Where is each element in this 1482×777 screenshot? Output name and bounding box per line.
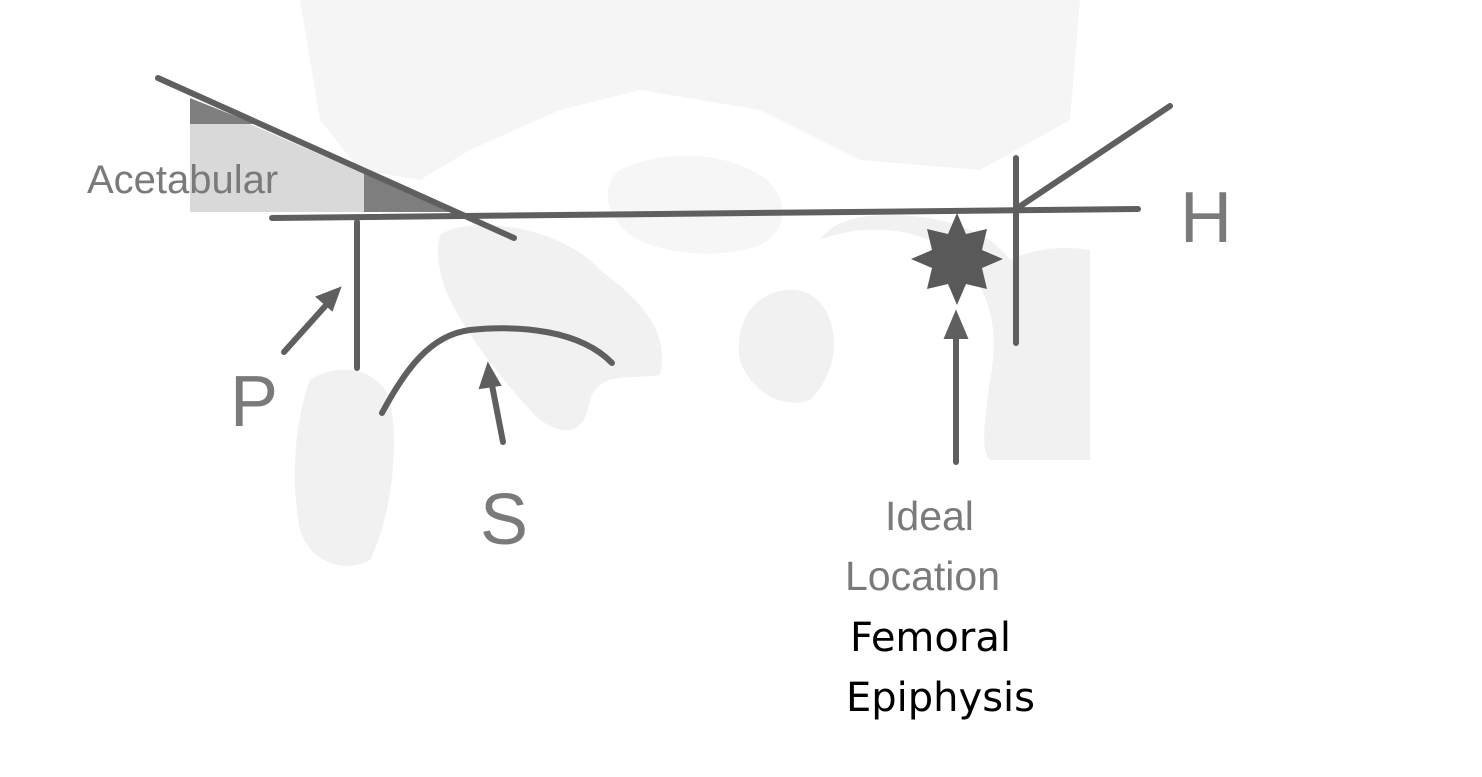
location-label: Location bbox=[845, 553, 1000, 599]
femoral-epiphysis-star-icon bbox=[911, 213, 1003, 305]
s-arrow bbox=[478, 361, 506, 445]
s-arrow-head bbox=[478, 361, 502, 390]
acetabular-index-line bbox=[155, 75, 517, 241]
construction-lines bbox=[155, 75, 1173, 416]
ideal-location-arrow bbox=[943, 309, 969, 465]
epiphysis-label: Epiphysis bbox=[846, 675, 1035, 721]
p-label: P bbox=[230, 362, 278, 442]
ilium-left-silhouette bbox=[300, 0, 1080, 180]
labels: Acetabular H P S Ideal Location Femoral … bbox=[87, 158, 1232, 721]
hilgenreiner-line bbox=[269, 206, 1141, 221]
acetabular-label: Acetabular bbox=[87, 158, 278, 202]
ideal-label: Ideal bbox=[885, 493, 974, 539]
s-label: S bbox=[480, 480, 528, 560]
femoral-label: Femoral bbox=[850, 615, 1011, 661]
h-label: H bbox=[1180, 178, 1232, 258]
p-arrow-head bbox=[315, 286, 342, 312]
femoral-head-right-silhouette bbox=[738, 215, 1090, 460]
ideal-location-arrow-head bbox=[943, 309, 969, 339]
p-arrow bbox=[281, 286, 342, 355]
femoral-head-left-silhouette bbox=[438, 225, 662, 431]
right-acetabular-line bbox=[1013, 103, 1173, 212]
shenton-line bbox=[379, 325, 615, 416]
arrows bbox=[281, 286, 969, 465]
femur-left-silhouette bbox=[294, 369, 394, 566]
bone-background bbox=[294, 0, 1090, 566]
pelvis-center-silhouette bbox=[607, 155, 783, 254]
